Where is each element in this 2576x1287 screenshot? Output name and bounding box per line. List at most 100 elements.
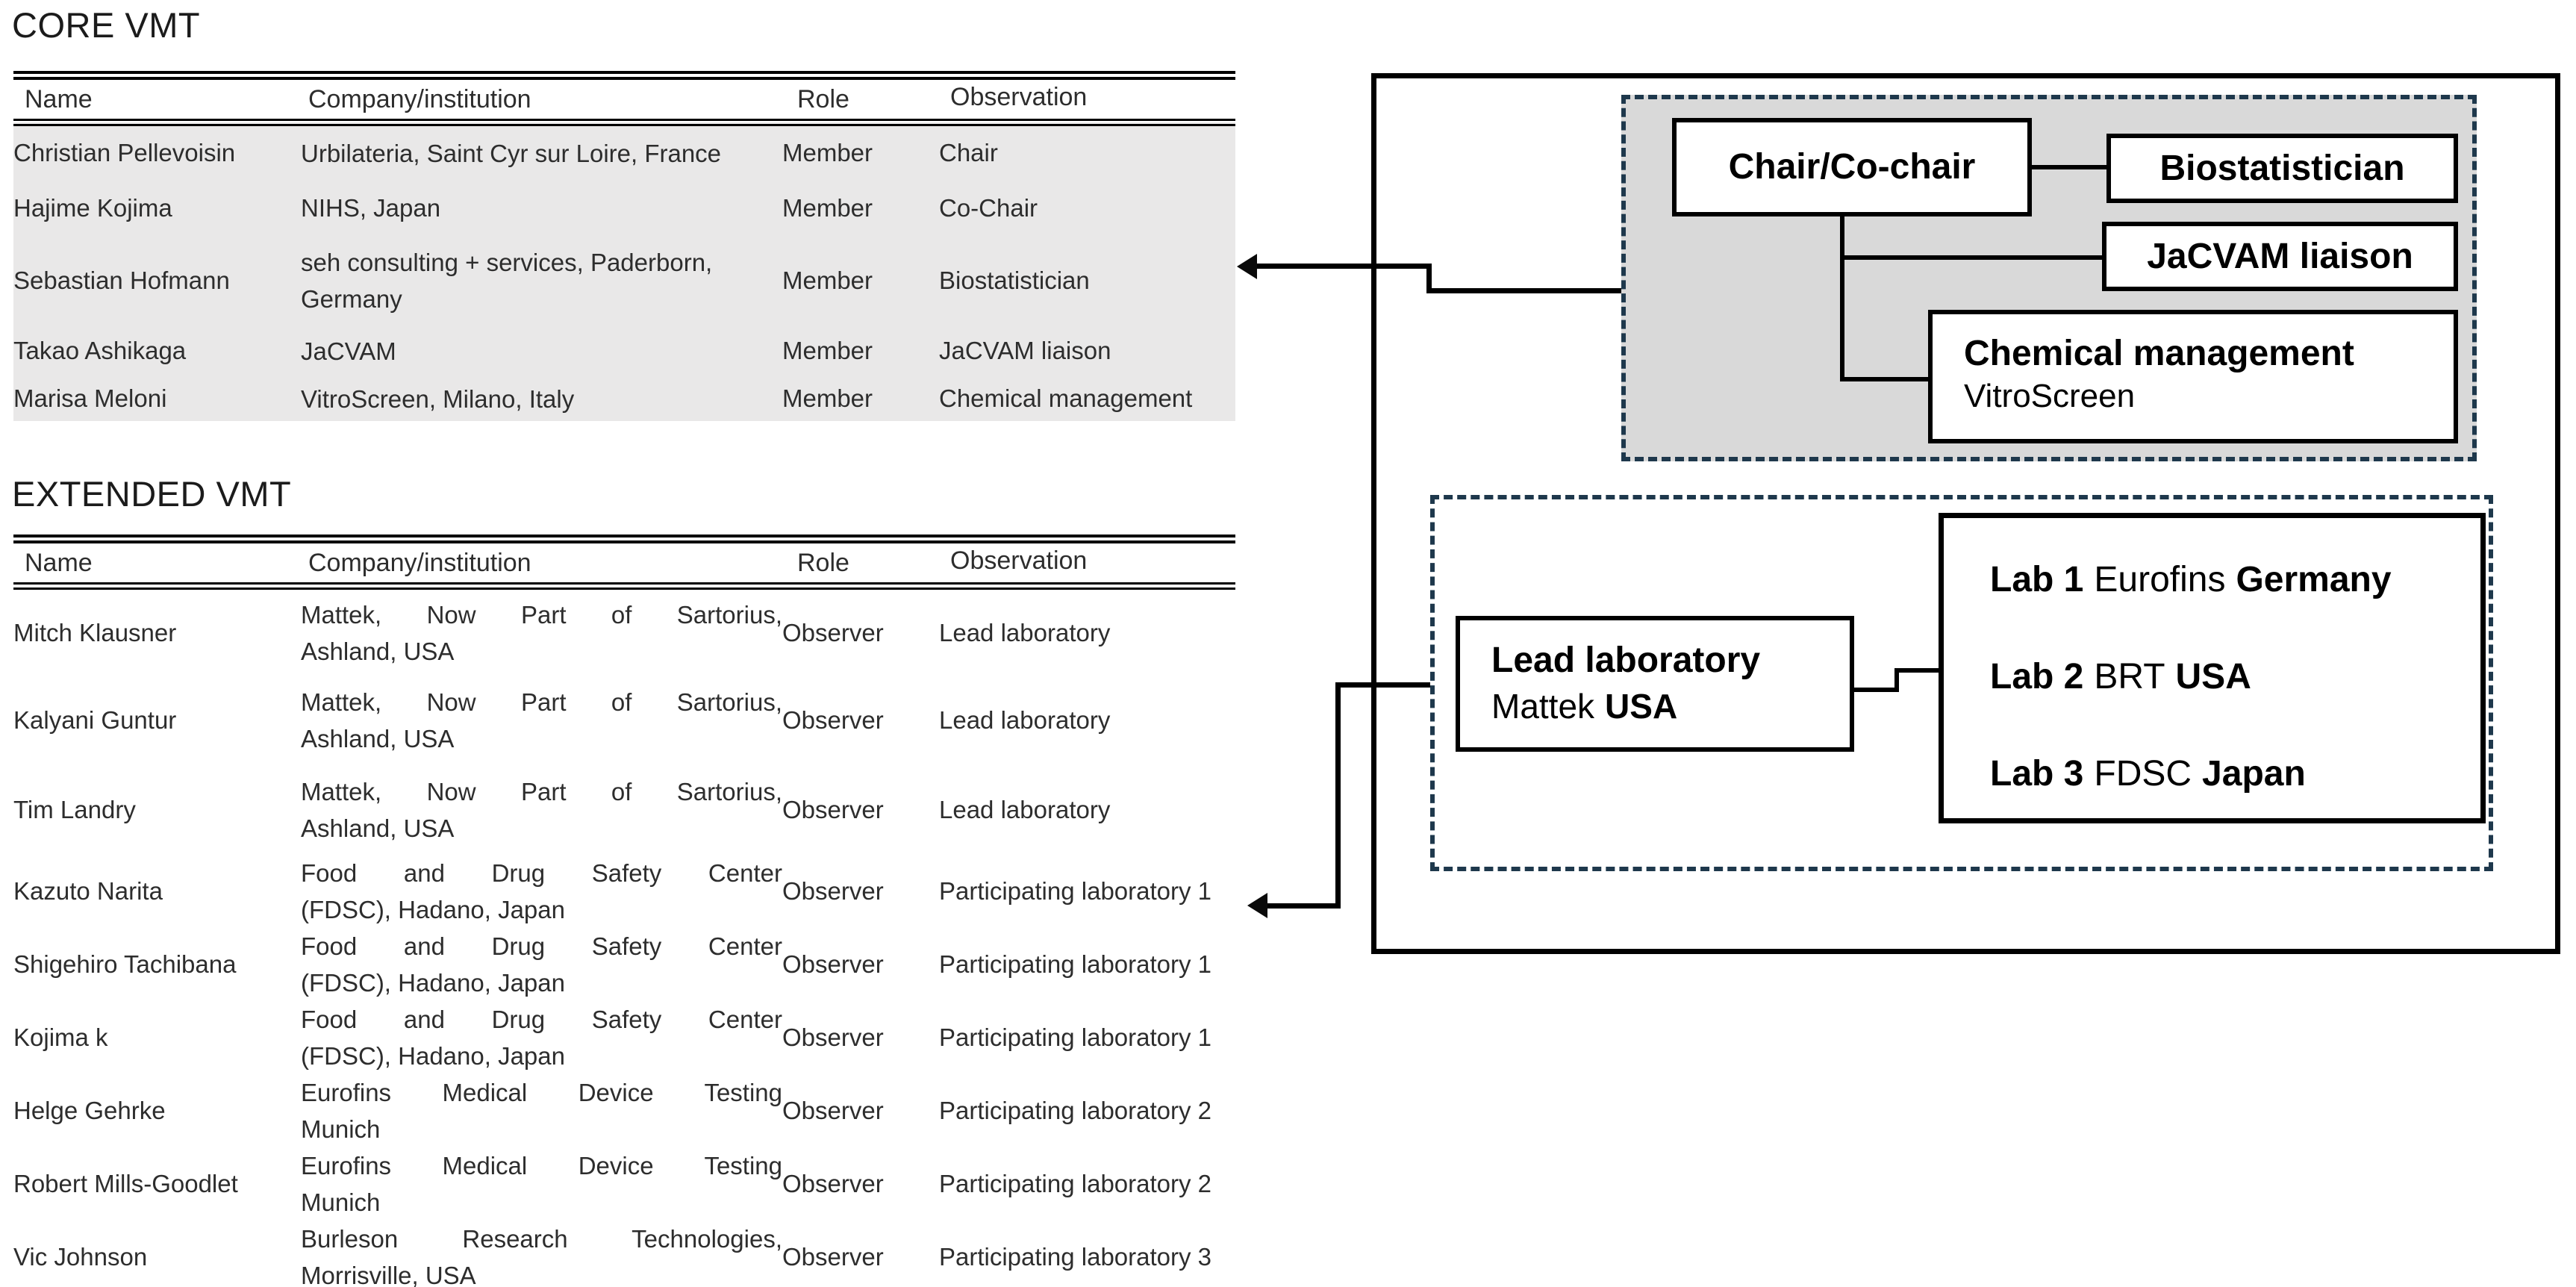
table-row: Tim Landry Mattek, Now Part of Sartorius…	[13, 765, 1235, 855]
connector-line	[1840, 255, 2102, 260]
company-cell: Urbilateria, Saint Cyr sur Loire, France	[301, 139, 722, 167]
observation-cell: Co-Chair	[939, 193, 1038, 222]
role-cell: Observer	[782, 1243, 884, 1271]
arrow-to-extended-table	[1266, 903, 1341, 909]
observation-cell: Lead laboratory	[939, 796, 1111, 823]
observation-cell: Lead laboratory	[939, 706, 1111, 734]
company-cell: Food and Drug Safety Center (FDSC), Hada…	[301, 859, 782, 923]
connector-line	[1854, 688, 1899, 692]
role-cell: Member	[782, 193, 873, 222]
jacvam-liaison-box: JaCVAM liaison	[2102, 222, 2458, 291]
observation-cell: Biostatistician	[939, 267, 1090, 294]
table-row: Vic Johnson Burleson Research Technologi…	[13, 1221, 1235, 1287]
lead-laboratory-label: Lead laboratory	[1491, 641, 1761, 680]
table-row: Kazuto Narita Food and Drug Safety Cente…	[13, 855, 1235, 928]
company-cell: VitroScreen, Milano, Italy	[301, 384, 575, 413]
chemical-management-box: Chemical management VitroScreen	[1928, 310, 2458, 443]
connector-line	[1840, 377, 1928, 381]
role-cell: Member	[782, 139, 873, 166]
arrow-to-extended-table	[1335, 682, 1341, 909]
role-cell: Observer	[782, 877, 884, 905]
arrow-head-icon	[1237, 254, 1257, 279]
company-cell: Food and Drug Safety Center (FDSC), Hada…	[301, 1006, 782, 1070]
core-vmt-table: Name Company/institution Role Observatio…	[13, 71, 1235, 421]
connector-line	[1894, 668, 1939, 673]
role-cell: Observer	[782, 950, 884, 978]
extended-vmt-title: EXTENDED VMT	[12, 474, 292, 514]
name-cell: Shigehiro Tachibana	[13, 950, 237, 978]
chemical-management-label: Chemical management	[1964, 334, 2354, 373]
connector-line	[1840, 216, 1844, 381]
connector-line	[2032, 165, 2106, 169]
extended-vmt-table: Name Company/institution Role Observatio…	[13, 535, 1235, 1287]
table-row: Hajime Kojima NIHS, Japan Member Co-Chai…	[13, 180, 1235, 236]
arrow-head-icon	[1247, 893, 1267, 918]
chair-co-chair-box: Chair/Co-chair	[1672, 118, 2032, 216]
column-header-observation: Observation	[950, 83, 1088, 111]
column-header-role: Role	[797, 548, 849, 577]
observation-cell: Participating laboratory 2	[939, 1097, 1212, 1124]
chair-co-chair-label: Chair/Co-chair	[1728, 147, 1976, 187]
table-row: Shigehiro Tachibana Food and Drug Safety…	[13, 928, 1235, 1001]
role-cell: Observer	[782, 706, 884, 734]
company-cell: Eurofins Medical Device Testing Munich	[301, 1152, 782, 1216]
vitroscreen-label: VitroScreen	[1964, 378, 2136, 414]
table-row: Helge Gehrke Eurofins Medical Device Tes…	[13, 1074, 1235, 1147]
name-cell: Marisa Meloni	[13, 384, 167, 412]
connector-line	[1894, 668, 1899, 692]
name-cell: Christian Pellevoisin	[13, 139, 236, 166]
table-row: Kalyani Guntur Mattek, Now Part of Sarto…	[13, 676, 1235, 765]
column-header-company: Company/institution	[308, 548, 531, 577]
observation-cell: Lead laboratory	[939, 618, 1111, 646]
column-header-name: Name	[25, 548, 93, 577]
name-cell: Kalyani Guntur	[13, 706, 177, 734]
table-row: Mitch Klausner Mattek, Now Part of Sarto…	[13, 586, 1235, 676]
name-cell: Kojima k	[13, 1023, 108, 1051]
name-cell: Tim Landry	[13, 796, 136, 823]
name-cell: Takao Ashikaga	[13, 337, 187, 364]
arrow-to-core-table	[1256, 264, 1432, 269]
name-cell: Helge Gehrke	[13, 1097, 166, 1124]
name-cell: Hajime Kojima	[13, 193, 172, 222]
company-cell: Mattek, Now Part of Sartorius, Ashland, …	[301, 600, 782, 665]
biostatistician-box: Biostatistician	[2106, 134, 2458, 203]
observation-cell: Participating laboratory 3	[939, 1243, 1212, 1271]
name-cell: Vic Johnson	[13, 1243, 148, 1271]
role-cell: Observer	[782, 1097, 884, 1124]
company-cell: Eurofins Medical Device Testing Munich	[301, 1079, 782, 1143]
company-cell: NIHS, Japan	[301, 194, 441, 222]
table-row: Marisa Meloni VitroScreen, Milano, Italy…	[13, 376, 1235, 421]
company-cell: Food and Drug Safety Center (FDSC), Hada…	[301, 932, 782, 997]
arrow-to-extended-table	[1335, 682, 1430, 688]
name-cell: Sebastian Hofmann	[13, 267, 230, 294]
observation-cell: Participating laboratory 2	[939, 1170, 1212, 1197]
role-cell: Member	[782, 384, 873, 412]
observation-cell: JaCVAM liaison	[939, 337, 1111, 364]
company-cell: seh consulting + services, Paderborn, Ge…	[301, 249, 713, 313]
arrow-to-core-table	[1426, 264, 1432, 293]
role-cell: Member	[782, 267, 873, 294]
role-cell: Member	[782, 337, 873, 364]
jacvam-liaison-label: JaCVAM liaison	[2147, 237, 2413, 276]
core-header-row: Name Company/institution Role Observatio…	[13, 75, 1235, 122]
observation-cell: Participating laboratory 1	[939, 877, 1212, 905]
name-cell: Robert Mills-Goodlet	[13, 1170, 238, 1197]
role-cell: Observer	[782, 796, 884, 823]
biostatistician-label: Biostatistician	[2159, 149, 2405, 188]
table-row: Kojima k Food and Drug Safety Center (FD…	[13, 1001, 1235, 1074]
table-row: Robert Mills-Goodlet Eurofins Medical De…	[13, 1147, 1235, 1221]
role-cell: Observer	[782, 1023, 884, 1051]
table-row: Christian Pellevoisin Urbilateria, Saint…	[13, 122, 1235, 180]
observation-cell: Participating laboratory 1	[939, 950, 1212, 978]
extended-header-row: Name Company/institution Role Observatio…	[13, 539, 1235, 586]
name-cell: Kazuto Narita	[13, 877, 163, 905]
column-header-name: Name	[25, 84, 93, 113]
company-cell: Mattek, Now Part of Sartorius, Ashland, …	[301, 778, 782, 842]
role-cell: Observer	[782, 618, 884, 646]
lab-network-panel	[1430, 495, 2493, 871]
